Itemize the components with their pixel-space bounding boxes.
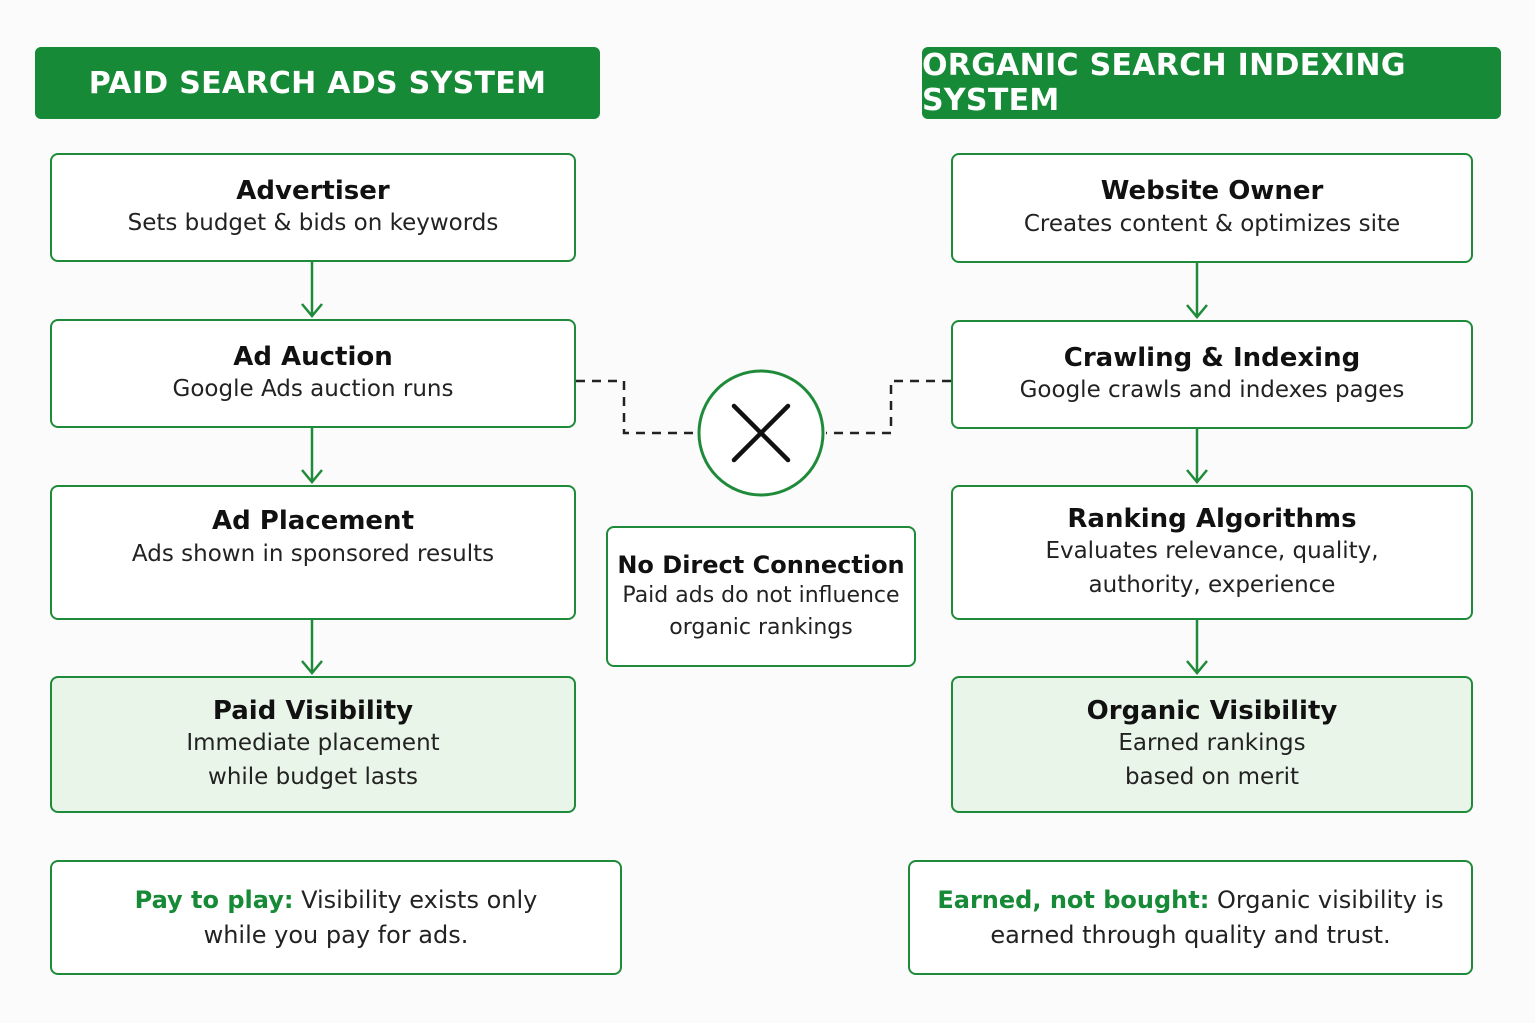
step-title: Ranking Algorithms [1067,503,1357,534]
ranking-algorithms-box: Ranking Algorithms Evaluates relevance, … [951,485,1473,620]
center-desc-line1: Paid ads do not influence [622,582,900,608]
step-desc: Sets budget & bids on keywords [127,210,499,237]
note-text-line2: while you pay for ads. [203,920,469,949]
step-desc-line2: authority, experience [1088,571,1336,598]
paid-arrow-3 [301,620,323,675]
paid-visibility-box: Paid Visibility Immediate placement whil… [50,676,576,813]
paid-system-header: PAID SEARCH ADS SYSTEM [35,47,600,119]
dashed-connector-left [576,379,696,435]
step-desc-line1: Earned rankings [1118,730,1306,757]
organic-arrow-3 [1186,620,1208,675]
note-text-line1: Visibility exists only [293,885,538,914]
step-title: Ad Auction [233,341,393,372]
step-desc: Google crawls and indexes pages [1019,377,1405,404]
organic-system-header: ORGANIC SEARCH INDEXING SYSTEM [922,47,1501,119]
step-title: Organic Visibility [1086,695,1338,726]
step-desc-line1: Evaluates relevance, quality, [1045,538,1379,565]
note-lead: Earned, not bought: [937,885,1210,914]
website-owner-box: Website Owner Creates content & optimize… [951,153,1473,263]
crawling-indexing-box: Crawling & Indexing Google crawls and in… [951,320,1473,429]
paid-arrow-1 [301,262,323,318]
no-direct-connection-box: No Direct Connection Paid ads do not inf… [606,526,916,667]
step-title: Advertiser [236,175,390,206]
step-desc-line2: while budget lasts [208,763,418,790]
step-title: Crawling & Indexing [1063,342,1361,373]
note-lead: Pay to play: [134,885,294,914]
x-circle-icon [697,369,825,497]
dashed-connector-right [826,379,951,435]
organic-arrow-2 [1186,429,1208,484]
ad-auction-box: Ad Auction Google Ads auction runs [50,319,576,428]
center-desc-line2: organic rankings [669,614,853,640]
organic-visibility-box: Organic Visibility Earned rankings based… [951,676,1473,813]
note-text-line1: Organic visibility is [1209,885,1444,914]
step-desc: Google Ads auction runs [172,376,454,403]
step-desc: Creates content & optimizes site [1023,210,1401,237]
center-title: No Direct Connection [617,550,905,579]
ad-placement-box: Ad Placement Ads shown in sponsored resu… [50,485,576,620]
step-title: Website Owner [1100,176,1324,207]
pay-to-play-note: Pay to play: Visibility exists only whil… [50,860,622,975]
step-desc-line1: Immediate placement [186,730,440,757]
note-text-line2: earned through quality and trust. [990,920,1391,949]
step-title: Paid Visibility [212,695,414,726]
earned-not-bought-note: Earned, not bought: Organic visibility i… [908,860,1473,975]
organic-arrow-1 [1186,263,1208,319]
paid-arrow-2 [301,428,323,484]
step-title: Ad Placement [211,506,414,536]
step-desc-line2: based on merit [1124,763,1300,790]
advertiser-box: Advertiser Sets budget & bids on keyword… [50,153,576,262]
step-desc: Ads shown in sponsored results [131,540,495,567]
